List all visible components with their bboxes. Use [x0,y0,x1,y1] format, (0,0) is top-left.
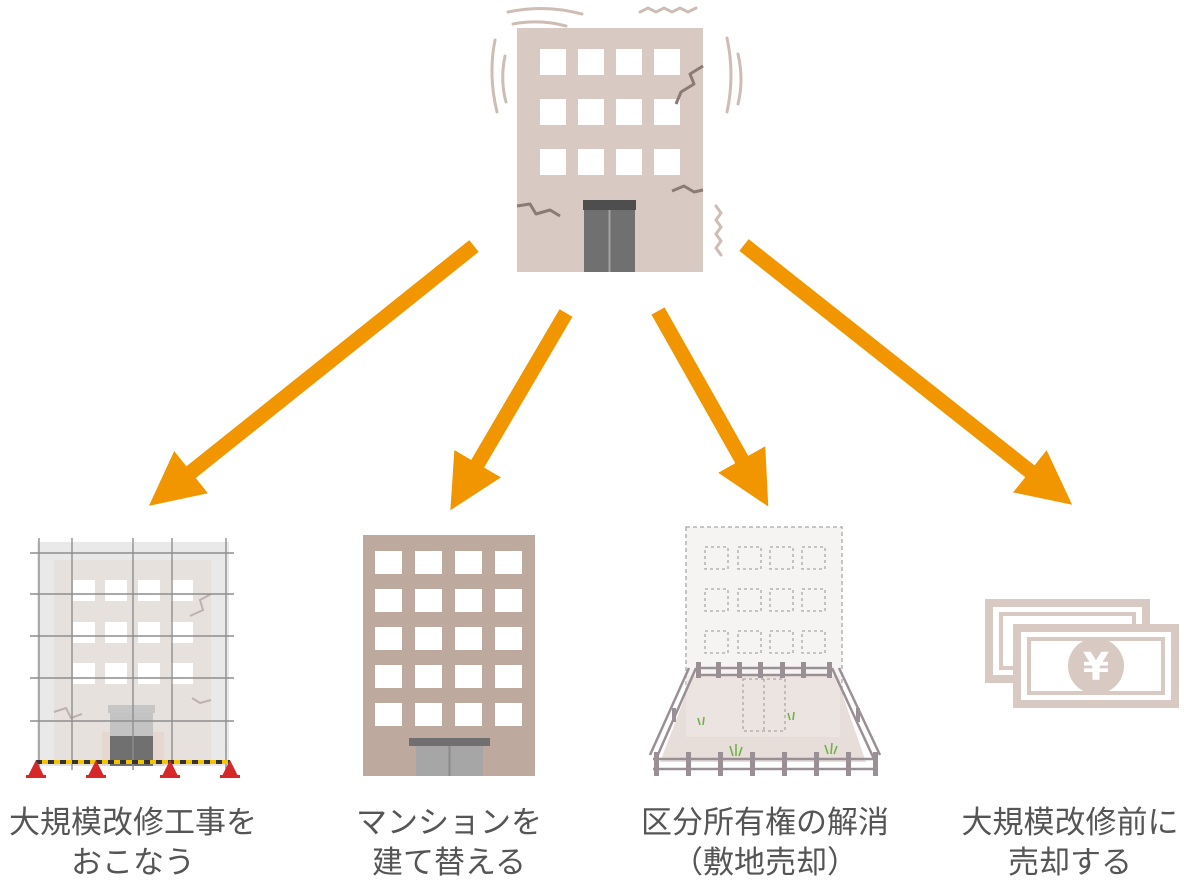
demolished-site-icon [648,526,882,776]
damaged-building-icon [490,6,743,272]
option-label-renovation: 大規模改修工事を おこなう [0,803,273,883]
option-label-line1: マンションを [356,805,542,841]
yen-banknotes-icon: ¥ [985,599,1179,708]
option-label-line2: 売却する [1008,845,1132,881]
arrows [148,239,1073,511]
option-label-line2: 建て替える [371,845,527,881]
option-label-line1: 大規模改修工事を [9,805,257,841]
arrow-to-renovation [148,240,479,506]
option-label-rebuild: マンションを 建て替える [309,803,589,883]
scaffold-building-icon [26,538,240,778]
option-label-line1: 大規模改修前に [961,805,1179,841]
option-label-line2: （敷地売却） [672,845,858,881]
option-label-line2: おこなう [71,845,195,881]
arrow-to-sell [739,239,1073,505]
option-label-sell: 大規模改修前に 売却する [940,803,1200,883]
arrow-to-rebuild [450,309,573,511]
new-building-icon [363,535,535,776]
option-label-site-sale: 区分所有権の解消 （敷地売却） [620,803,910,883]
yen-symbol: ¥ [1083,645,1109,689]
option-label-line1: 区分所有権の解消 [641,805,889,841]
arrow-to-site-sale [651,307,769,507]
